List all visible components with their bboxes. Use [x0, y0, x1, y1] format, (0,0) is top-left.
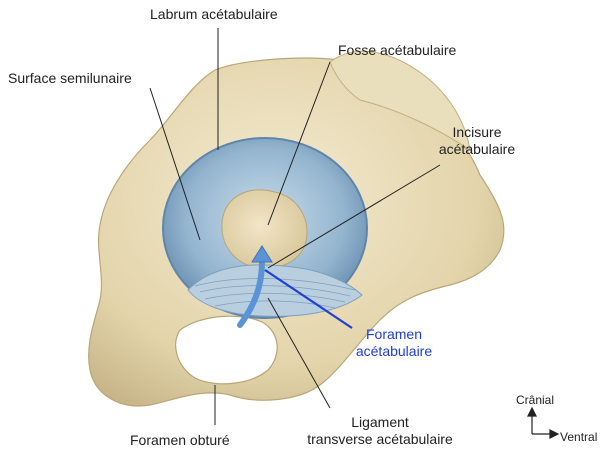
- incisure-line-2: acétabulaire: [432, 141, 522, 158]
- orientation-ventral: Ventral: [560, 429, 597, 446]
- label-incisure-acetabulaire: Incisure acétabulaire: [432, 124, 522, 158]
- foramen-acet-line-1: Foramen: [344, 326, 444, 343]
- label-foramen-acetabulaire: Foramen acétabulaire: [344, 326, 444, 360]
- obturator-foramen: [176, 316, 278, 384]
- orientation-cranial: Crânial: [516, 392, 554, 409]
- label-labrum-acetabulaire: Labrum acétabulaire: [150, 6, 278, 23]
- label-fosse-acetabulaire: Fosse acétabulaire: [338, 42, 456, 59]
- label-surface-semilunaire: Surface semilunaire: [8, 70, 132, 87]
- label-foramen-obture: Foramen obturé: [130, 432, 230, 449]
- orientation-compass: [528, 408, 558, 438]
- label-ligament-transverse: Ligament transverse acétabulaire: [290, 414, 470, 448]
- incisure-line-1: Incisure: [432, 124, 522, 141]
- ligament-line-1: Ligament: [290, 414, 470, 431]
- ligament-line-2: transverse acétabulaire: [290, 431, 470, 448]
- foramen-acet-line-2: acétabulaire: [344, 343, 444, 360]
